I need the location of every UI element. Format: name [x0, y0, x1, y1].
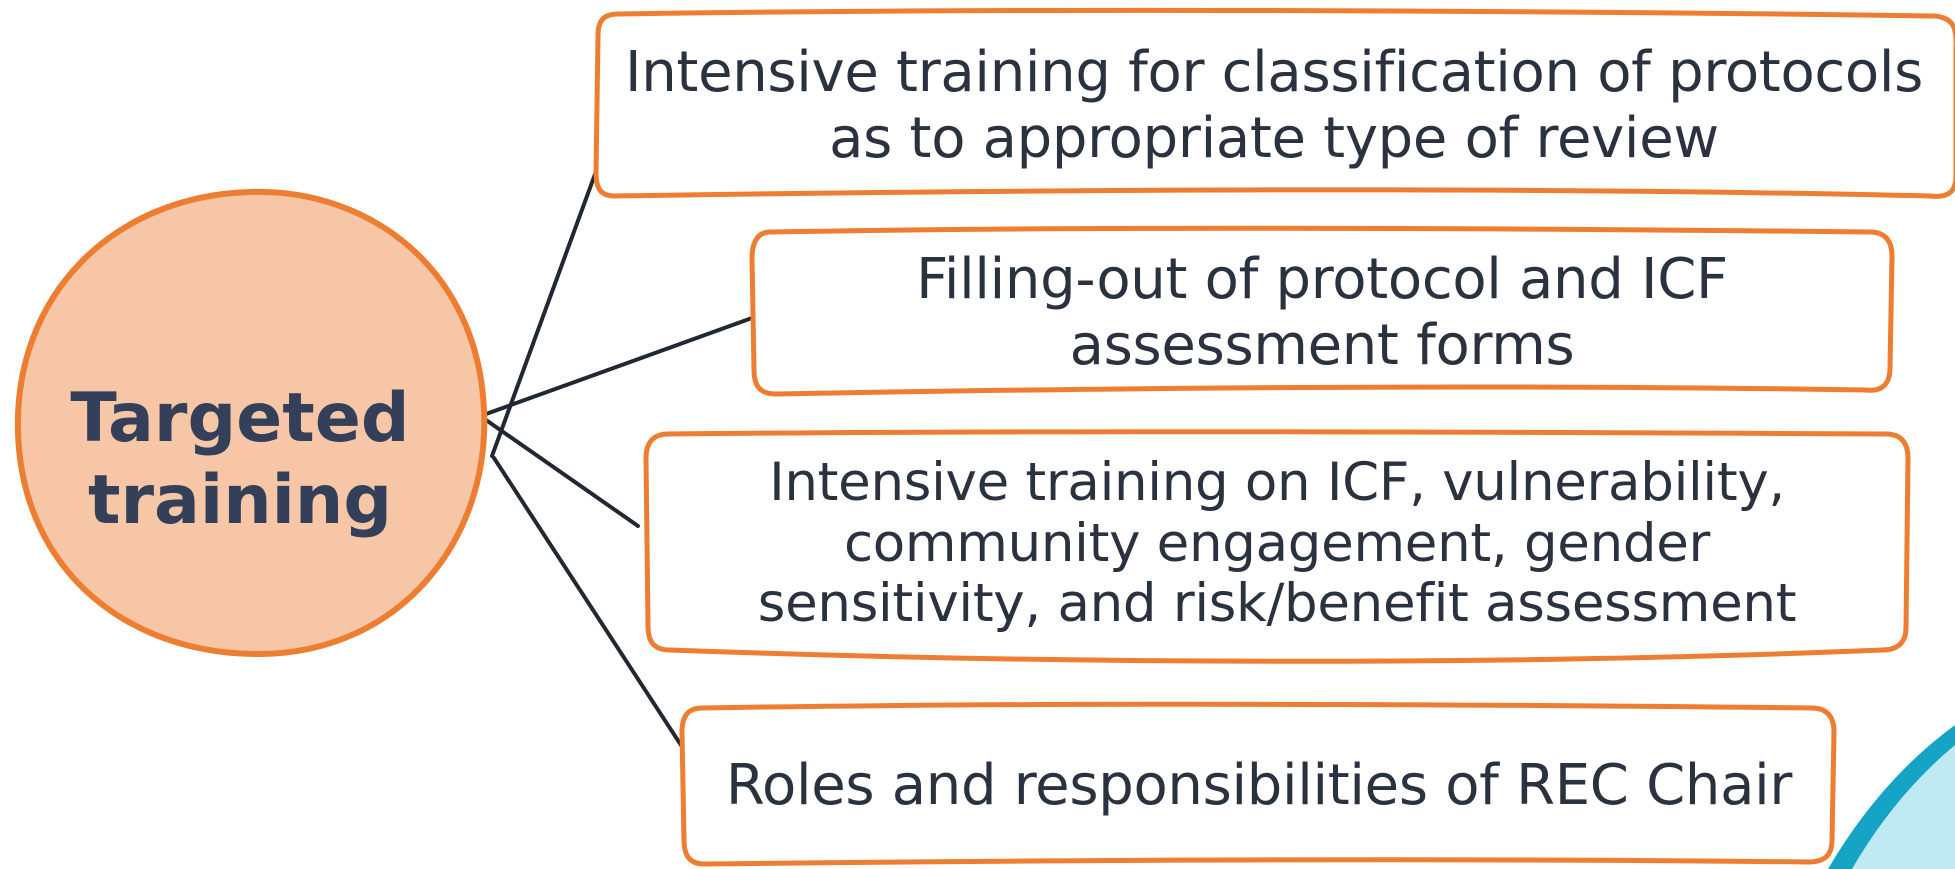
- item-1-line-2: as to appropriate type of review: [829, 106, 1719, 171]
- connector-line-3: [484, 418, 640, 528]
- item-2-line-2: assessment forms: [1069, 313, 1575, 378]
- item-boxes: [593, 7, 1955, 867]
- center-node-circle: [14, 188, 488, 658]
- corner-decoration: [1828, 725, 1955, 869]
- center-label-line-1: Targeted: [70, 379, 410, 459]
- connector-lines: [484, 164, 754, 764]
- item-box-1: [593, 7, 1955, 199]
- item-box-2: [749, 225, 1895, 397]
- item-text-1: Intensive training for classification of…: [604, 26, 1944, 186]
- connector-line-2: [484, 316, 754, 416]
- item-text-3: Intensive training on ICF, vulnerability…: [654, 446, 1900, 642]
- item-2-line-1: Filling-out of protocol and ICF: [916, 246, 1728, 312]
- item-text-4: Roles and responsibilities of REC Chair: [690, 718, 1828, 854]
- item-3-line-3: sensitivity, and risk/benefit assessment: [757, 573, 1797, 635]
- connector-line-4: [492, 456, 694, 764]
- item-3-line-1: Intensive training on ICF, vulnerability…: [769, 452, 1785, 514]
- connector-line-1: [490, 164, 600, 458]
- item-1-line-1: Intensive training for classification of…: [625, 39, 1923, 105]
- center-node: [14, 188, 488, 658]
- center-label-line-2: training: [87, 461, 393, 540]
- center-node-label: Targeted training: [40, 360, 440, 560]
- item-box-3: [643, 429, 1911, 664]
- item-3-line-2: community engagement, gender: [843, 512, 1711, 574]
- item-text-2: Filling-out of protocol and ICF assessme…: [760, 240, 1884, 386]
- item-box-4: [679, 701, 1837, 867]
- item-4-line-1: Roles and responsibilities of REC Chair: [725, 752, 1793, 818]
